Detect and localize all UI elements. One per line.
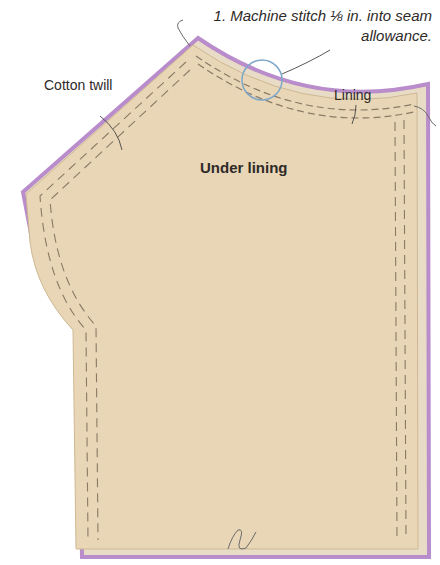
cotton-twill-piece xyxy=(26,45,418,549)
part-name: Under lining xyxy=(200,158,310,178)
detail-circle xyxy=(242,60,282,100)
leader-line xyxy=(100,116,122,150)
basting-stitching xyxy=(50,70,190,540)
thread-end xyxy=(414,106,436,126)
basting-stitching xyxy=(395,122,397,540)
leader-line xyxy=(352,105,356,124)
thread-end xyxy=(228,530,256,549)
basting-stitching xyxy=(198,64,414,118)
lining-piece xyxy=(23,38,429,557)
basting-stitching xyxy=(40,62,186,540)
part-name: Lining xyxy=(334,86,394,105)
part-name: Cotton twill xyxy=(44,76,120,95)
basting-stitching xyxy=(404,120,406,540)
leader-line xyxy=(282,50,330,74)
thread-end xyxy=(178,20,190,46)
step-note: 1. Machine stitch ⅛ in. into seam allowa… xyxy=(196,6,432,46)
